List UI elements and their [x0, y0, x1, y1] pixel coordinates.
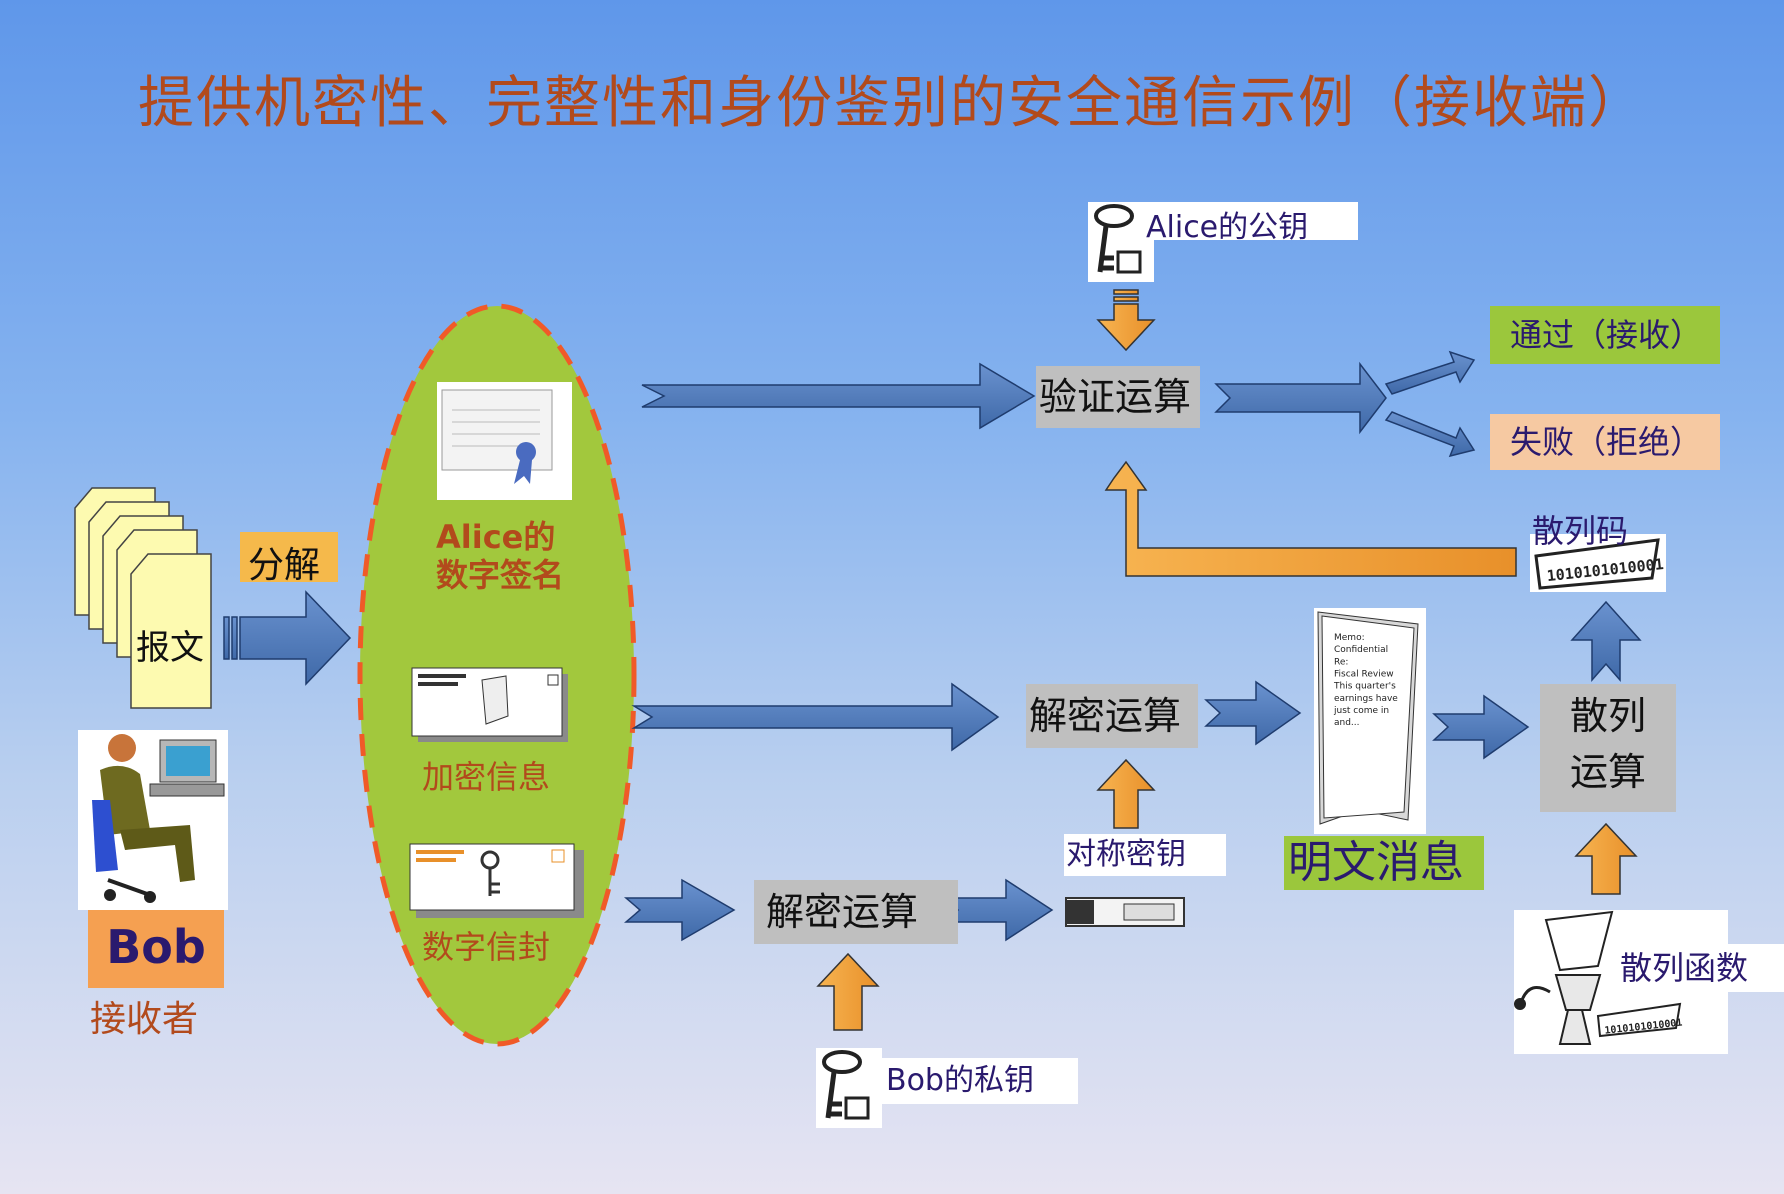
hash-operation-box: 散列 运算	[1540, 684, 1676, 812]
arrow-decrypt-to-plaintext	[1204, 680, 1302, 746]
fail-result-box: 失败（拒绝）	[1490, 414, 1720, 470]
symmetric-key-label: 对称密钥	[1064, 834, 1226, 876]
arrow-private-key-to-decrypt	[816, 952, 880, 1031]
decompose-arrow	[223, 590, 352, 686]
memo-line: Confidential	[1334, 645, 1388, 655]
receiver-role: 接收者	[90, 999, 199, 1040]
bob-private-key-label: Bob的私钥	[880, 1058, 1078, 1104]
message-label: 报文	[136, 628, 204, 668]
memo-line: Re:	[1334, 657, 1348, 667]
memo-line: Fiscal Review	[1334, 669, 1394, 679]
arrow-plaintext-to-hash	[1432, 694, 1530, 760]
arrow-public-key-to-verify	[1096, 289, 1156, 352]
encrypted-envelope-icon	[411, 667, 568, 742]
certificate-icon	[437, 382, 572, 500]
bob-private-key-icon	[816, 1048, 882, 1128]
memo-line: just come in	[1333, 706, 1389, 716]
bob-computer-icon	[78, 730, 228, 910]
page-title: 提供机密性、完整性和身份鉴别的安全通信示例（接收端）	[138, 71, 1646, 136]
arrow-hash-code-to-verify	[1104, 460, 1517, 577]
digital-envelope-icon	[409, 843, 584, 918]
bob-name-box	[88, 910, 224, 988]
decrypt-envelope-operation-box: 解密运算	[754, 880, 958, 944]
arrow-symmetric-key-to-decrypt	[1096, 758, 1156, 829]
alice-public-key-icon	[1088, 202, 1154, 282]
symmetric-key-icon	[1065, 897, 1185, 927]
pass-result-box: 通过（接收）	[1490, 306, 1720, 364]
arrow-decrypt-to-symmetric-key	[941, 878, 1054, 942]
memo-line: This quarter's	[1333, 682, 1396, 692]
arrow-to-fail	[1384, 411, 1476, 458]
decrypt-operation-box: 解密运算	[1026, 684, 1198, 748]
hash-code-icon	[1530, 534, 1666, 592]
verify-operation-box: 验证运算	[1036, 366, 1200, 428]
arrow-verify-to-result	[1214, 361, 1387, 435]
memo-line: and...	[1334, 718, 1360, 728]
arrow-signature-to-verify	[641, 362, 1036, 430]
receiver-name: Bob	[106, 920, 206, 974]
message-pages-icon	[74, 487, 212, 709]
memo-line: earnings have	[1334, 694, 1398, 704]
plaintext-document-icon	[1314, 608, 1426, 834]
arrow-encrypted-to-decrypt	[631, 682, 1000, 752]
alice-public-key-label: Alice的公钥	[1144, 202, 1358, 245]
decompose-label-box	[240, 532, 338, 582]
memo-line: Memo:	[1334, 633, 1365, 643]
signature-label: Alice的 数字签名	[436, 518, 565, 595]
decompose-label: 分解	[248, 545, 321, 586]
arrow-to-pass	[1384, 350, 1476, 395]
arrow-hash-function-to-hash	[1574, 822, 1638, 895]
hash-function-label: 散列函数	[1620, 944, 1784, 992]
plaintext-message-label: 明文消息	[1284, 836, 1484, 890]
digital-envelope-label: 数字信封	[422, 928, 551, 966]
encrypted-info-label: 加密信息	[422, 758, 551, 796]
arrow-envelope-to-decrypt	[623, 878, 736, 942]
arrow-hash-to-code	[1570, 600, 1642, 682]
hash-code-label: 散列码	[1532, 512, 1629, 550]
